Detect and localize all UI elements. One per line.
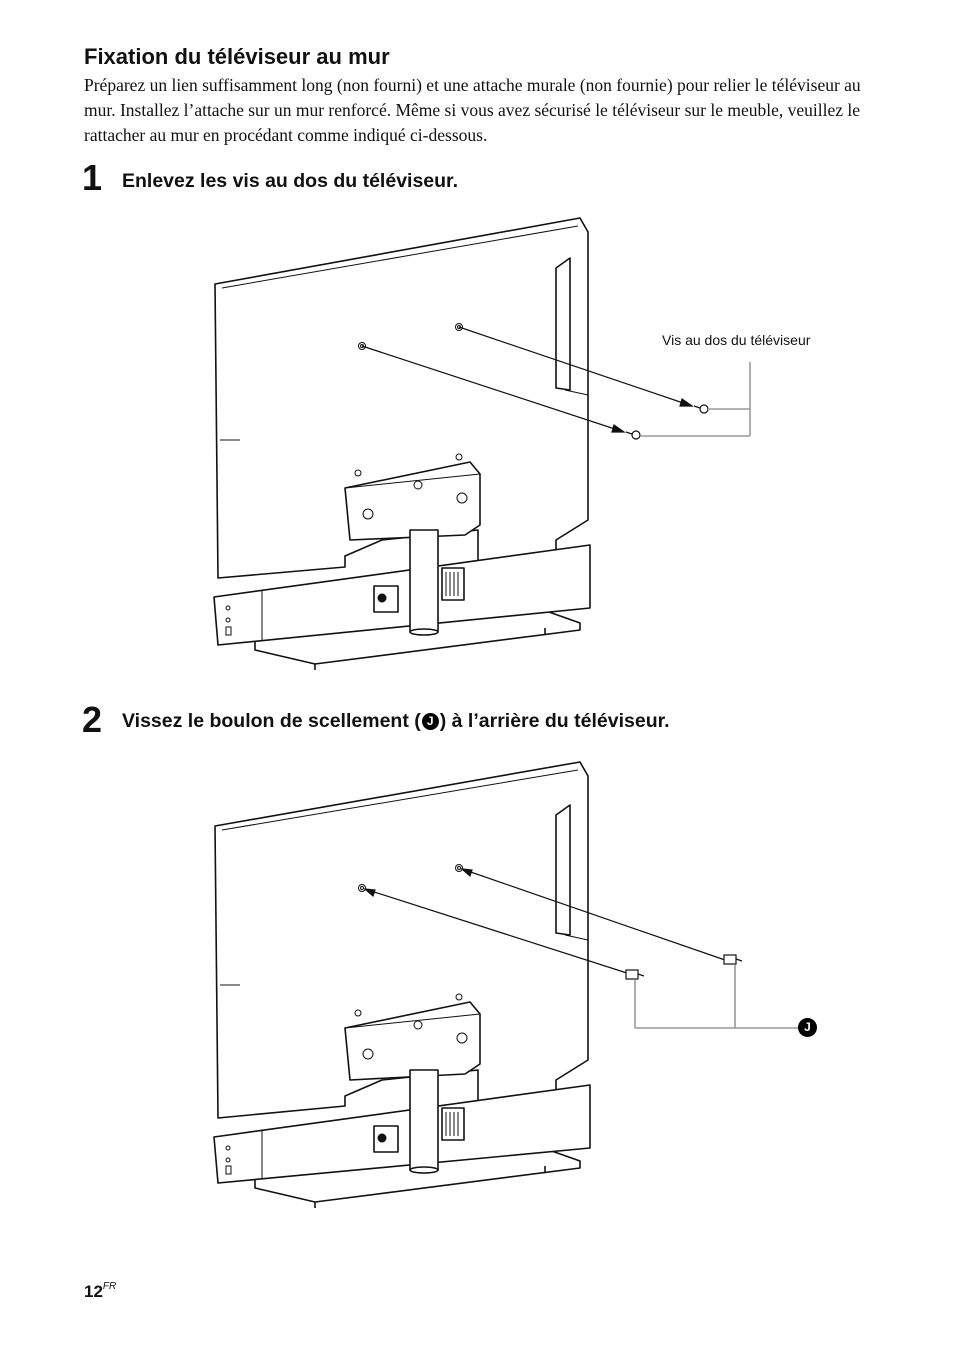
step-1-number: 1 [82,157,103,198]
figure-remove-screws [213,217,751,670]
page-number-value: 12 [84,1282,103,1301]
intro-paragraph: Préparez un lien suffisamment long (non … [84,75,861,145]
callout-bracket [640,362,751,437]
page-language-suffix: FR [102,1281,117,1292]
section-title: Fixation du téléviseur au mur [84,44,390,69]
screws-icon [625,404,709,440]
vent-panel [441,567,465,601]
step-1-text: Enlevez les vis au dos du téléviseur. [122,170,458,192]
page-number: 12FR [84,1281,116,1302]
bolt-callout-badge: J [798,1018,817,1037]
step-2-text-before: Vissez le boulon de scellement ( [122,710,421,732]
step-2-text: Vissez le boulon de scellement (J) à l’a… [122,710,670,733]
screws-callout-label: Vis au dos du téléviseur [662,332,811,348]
step-2-number: 2 [82,699,103,740]
bolt-badge: J [421,713,439,730]
speaker-bar [213,544,591,646]
bolts-callout-bracket [634,965,798,1029]
side-handle [555,257,571,391]
stand-bracket [344,461,481,541]
figure-install-bolts [213,761,798,1208]
stand-neck [409,529,439,633]
step-2-text-after: ) à l’arrière du téléviseur. [439,710,670,732]
bolts-icon [625,954,743,980]
